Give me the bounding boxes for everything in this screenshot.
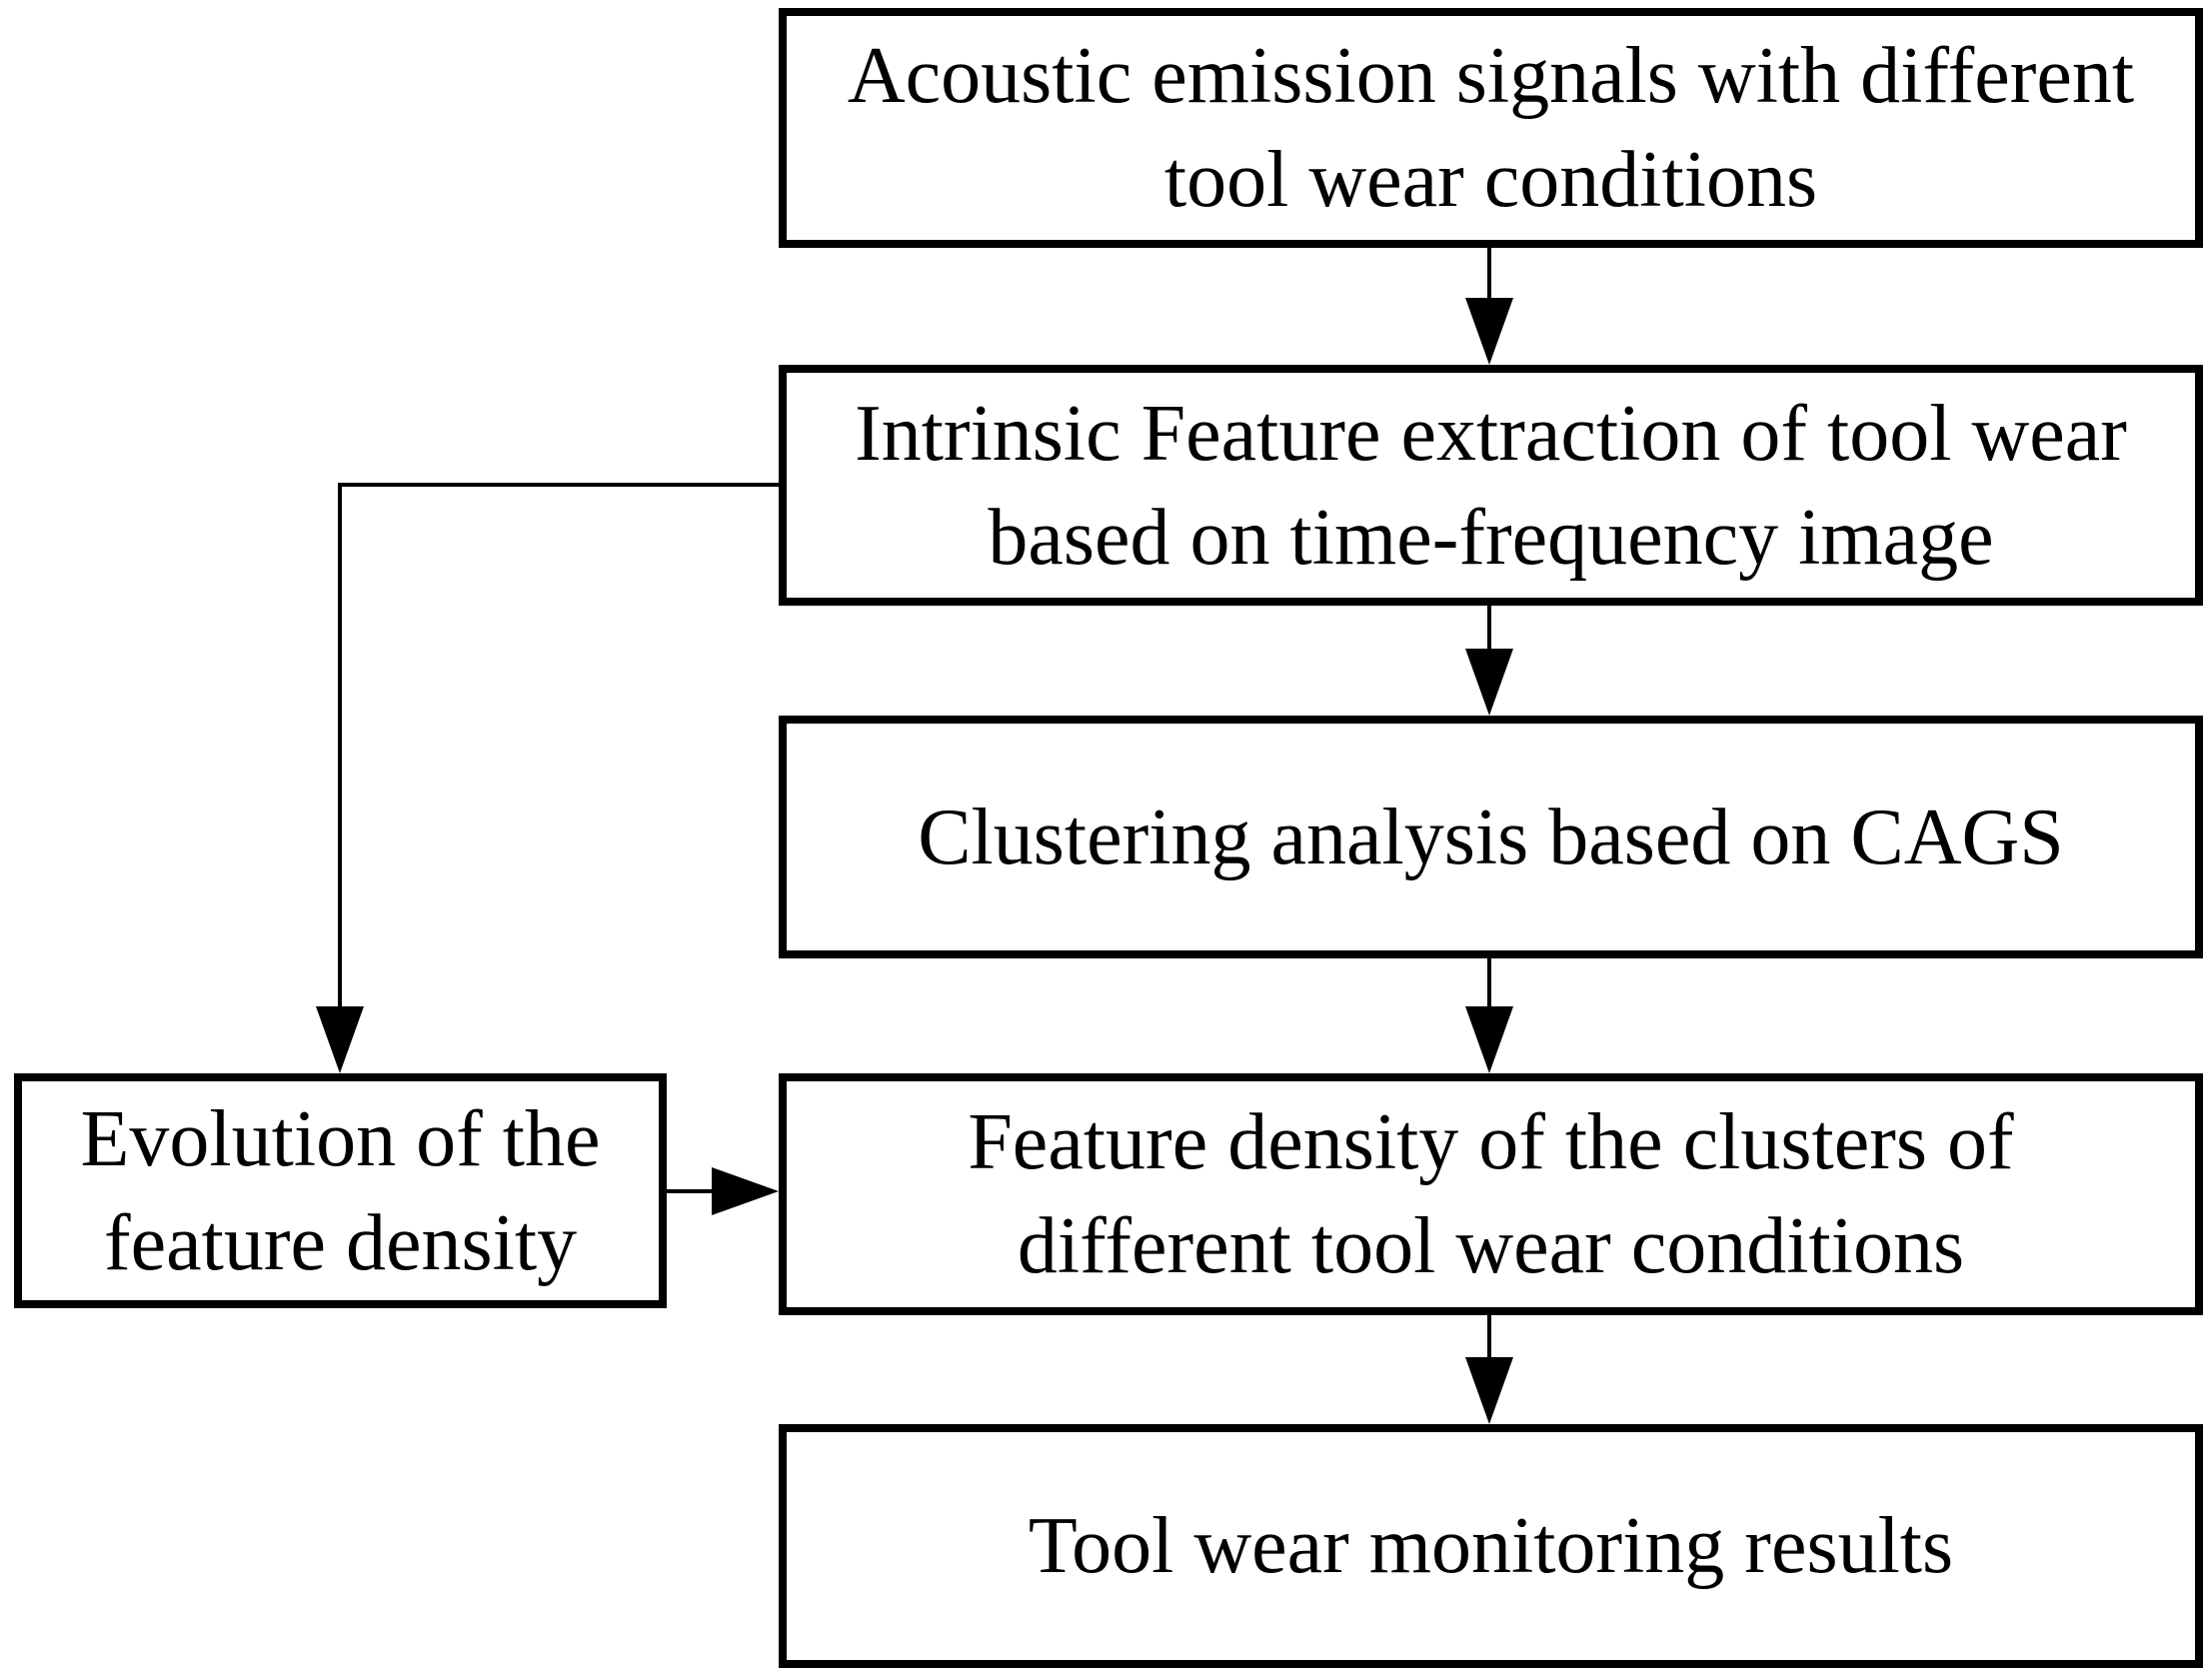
node-text-line: different tool wear conditions bbox=[1017, 1202, 1965, 1290]
node-text-line: Feature density of the clusters of bbox=[968, 1098, 2014, 1186]
edge-density-to-results-line bbox=[1487, 1315, 1491, 1362]
edge-extraction-to-clustering-arrowhead bbox=[1465, 649, 1513, 716]
node-clustering-analysis: Clustering analysis based on CAGS bbox=[779, 716, 2203, 958]
edge-clustering-to-density-arrowhead bbox=[1465, 1006, 1513, 1073]
node-text-line: Clustering analysis based on CAGS bbox=[918, 793, 2064, 881]
edge-extraction-to-evolution-vertical-line bbox=[338, 483, 342, 1007]
node-feature-extraction: Intrinsic Feature extraction of tool wea… bbox=[779, 365, 2203, 606]
node-text-line: feature density bbox=[103, 1198, 578, 1287]
edge-clustering-to-density-line bbox=[1487, 958, 1491, 1011]
node-text-line: based on time-frequency image bbox=[988, 493, 1994, 582]
node-text-line: tool wear conditions bbox=[1163, 136, 1818, 224]
edge-extraction-to-evolution-horizontal-line bbox=[338, 483, 779, 487]
edge-acoustic-to-extraction-line bbox=[1487, 247, 1491, 303]
node-density-evolution: Evolution of the feature density bbox=[14, 1073, 667, 1308]
edge-density-to-results-arrowhead bbox=[1465, 1357, 1513, 1424]
node-feature-density: Feature density of the clusters of diffe… bbox=[779, 1073, 2203, 1315]
edge-extraction-to-evolution-arrowhead bbox=[316, 1006, 364, 1073]
node-text-line: Intrinsic Feature extraction of tool wea… bbox=[855, 389, 2127, 478]
node-monitoring-results: Tool wear monitoring results bbox=[779, 1424, 2203, 1668]
edge-evolution-to-density-arrowhead bbox=[712, 1167, 779, 1215]
edge-extraction-to-clustering-line bbox=[1487, 606, 1491, 654]
node-acoustic-signals: Acoustic emission signals with different… bbox=[779, 8, 2203, 248]
edge-evolution-to-density-line bbox=[667, 1189, 717, 1193]
node-text-line: Acoustic emission signals with different bbox=[847, 32, 2135, 120]
node-text-line: Tool wear monitoring results bbox=[1028, 1502, 1954, 1590]
node-text-line: Evolution of the bbox=[80, 1094, 601, 1183]
edge-acoustic-to-extraction-arrowhead bbox=[1465, 298, 1513, 365]
